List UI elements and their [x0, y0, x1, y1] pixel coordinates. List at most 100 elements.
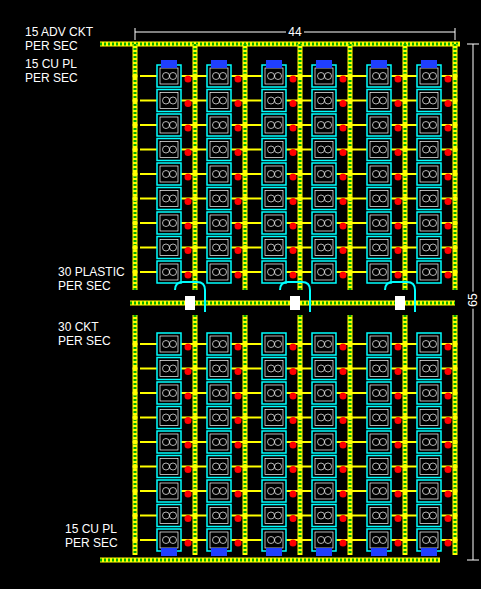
stroke [318, 512, 325, 519]
unit-box [157, 114, 181, 136]
unit-box [367, 382, 391, 404]
stroke [315, 166, 333, 182]
stroke [318, 537, 325, 544]
stroke [430, 414, 437, 421]
stroke [445, 368, 452, 375]
unit-box [207, 65, 231, 87]
stroke [403, 464, 408, 469]
stroke [275, 73, 282, 80]
stroke [161, 548, 177, 556]
stroke [235, 198, 242, 205]
unit-box [262, 333, 286, 355]
stroke [160, 434, 178, 450]
stroke [290, 125, 297, 132]
stroke [370, 532, 388, 548]
stroke [348, 172, 353, 177]
unit-box [262, 90, 286, 112]
unit-box [367, 505, 391, 527]
stroke [235, 491, 242, 498]
stroke [243, 391, 248, 396]
stroke [430, 220, 437, 227]
stroke [243, 489, 248, 494]
stroke [185, 417, 192, 424]
unit-box [312, 358, 336, 380]
stroke [340, 223, 347, 230]
stroke [403, 172, 408, 177]
stroke [395, 174, 402, 181]
stroke [348, 147, 353, 152]
stroke [163, 537, 170, 544]
stroke [133, 342, 138, 347]
stroke [403, 415, 408, 420]
stroke [373, 365, 380, 372]
stroke [430, 244, 437, 251]
stroke [340, 368, 347, 375]
stroke [290, 174, 297, 181]
stroke [325, 269, 332, 276]
stroke [403, 513, 408, 518]
stroke [213, 195, 220, 202]
stroke [193, 513, 198, 518]
stroke [133, 489, 138, 494]
stroke [185, 466, 192, 473]
stroke [453, 221, 458, 226]
stroke [373, 537, 380, 544]
stroke [135, 28, 136, 40]
stroke [268, 463, 275, 470]
unit-box [207, 333, 231, 355]
stroke [193, 391, 198, 396]
stroke [163, 73, 170, 80]
stroke [220, 537, 227, 544]
stroke [380, 537, 387, 544]
stroke [420, 68, 438, 84]
stroke [243, 44, 248, 290]
stroke [290, 417, 297, 424]
stroke [275, 463, 282, 470]
unit-box [312, 163, 336, 185]
stroke [163, 488, 170, 495]
stroke [290, 515, 297, 522]
stroke [185, 393, 192, 400]
stroke [318, 171, 325, 178]
stroke [445, 174, 452, 181]
stroke [133, 44, 138, 290]
unit-box [417, 505, 441, 527]
stroke [420, 191, 438, 207]
stroke [423, 341, 430, 348]
stroke [298, 489, 303, 494]
stroke [420, 215, 438, 231]
stroke [380, 122, 387, 129]
stroke [170, 244, 177, 251]
stroke [395, 223, 402, 230]
unit-box [367, 431, 391, 453]
stroke [420, 166, 438, 182]
unit-box [312, 431, 336, 453]
unit-box [312, 407, 336, 429]
stroke [430, 73, 437, 80]
unit-box [157, 212, 181, 234]
stroke [170, 537, 177, 544]
stroke [275, 439, 282, 446]
note-text: 30 PLASTIC PER SEC [58, 265, 133, 293]
stroke [315, 483, 333, 499]
stroke [213, 390, 220, 397]
stroke [170, 122, 177, 129]
stroke [315, 508, 333, 524]
stroke [213, 220, 220, 227]
stroke [373, 439, 380, 446]
stroke [265, 240, 283, 256]
stroke [340, 344, 347, 351]
stroke [170, 390, 177, 397]
stroke [266, 60, 282, 68]
stroke [420, 483, 438, 499]
stroke [455, 28, 456, 40]
stroke [268, 390, 275, 397]
stroke [298, 366, 303, 371]
stroke [430, 365, 437, 372]
stroke [445, 272, 452, 279]
stroke [380, 97, 387, 104]
stroke [453, 489, 458, 494]
stroke [133, 391, 138, 396]
unit-box [312, 188, 336, 210]
stroke [133, 513, 138, 518]
